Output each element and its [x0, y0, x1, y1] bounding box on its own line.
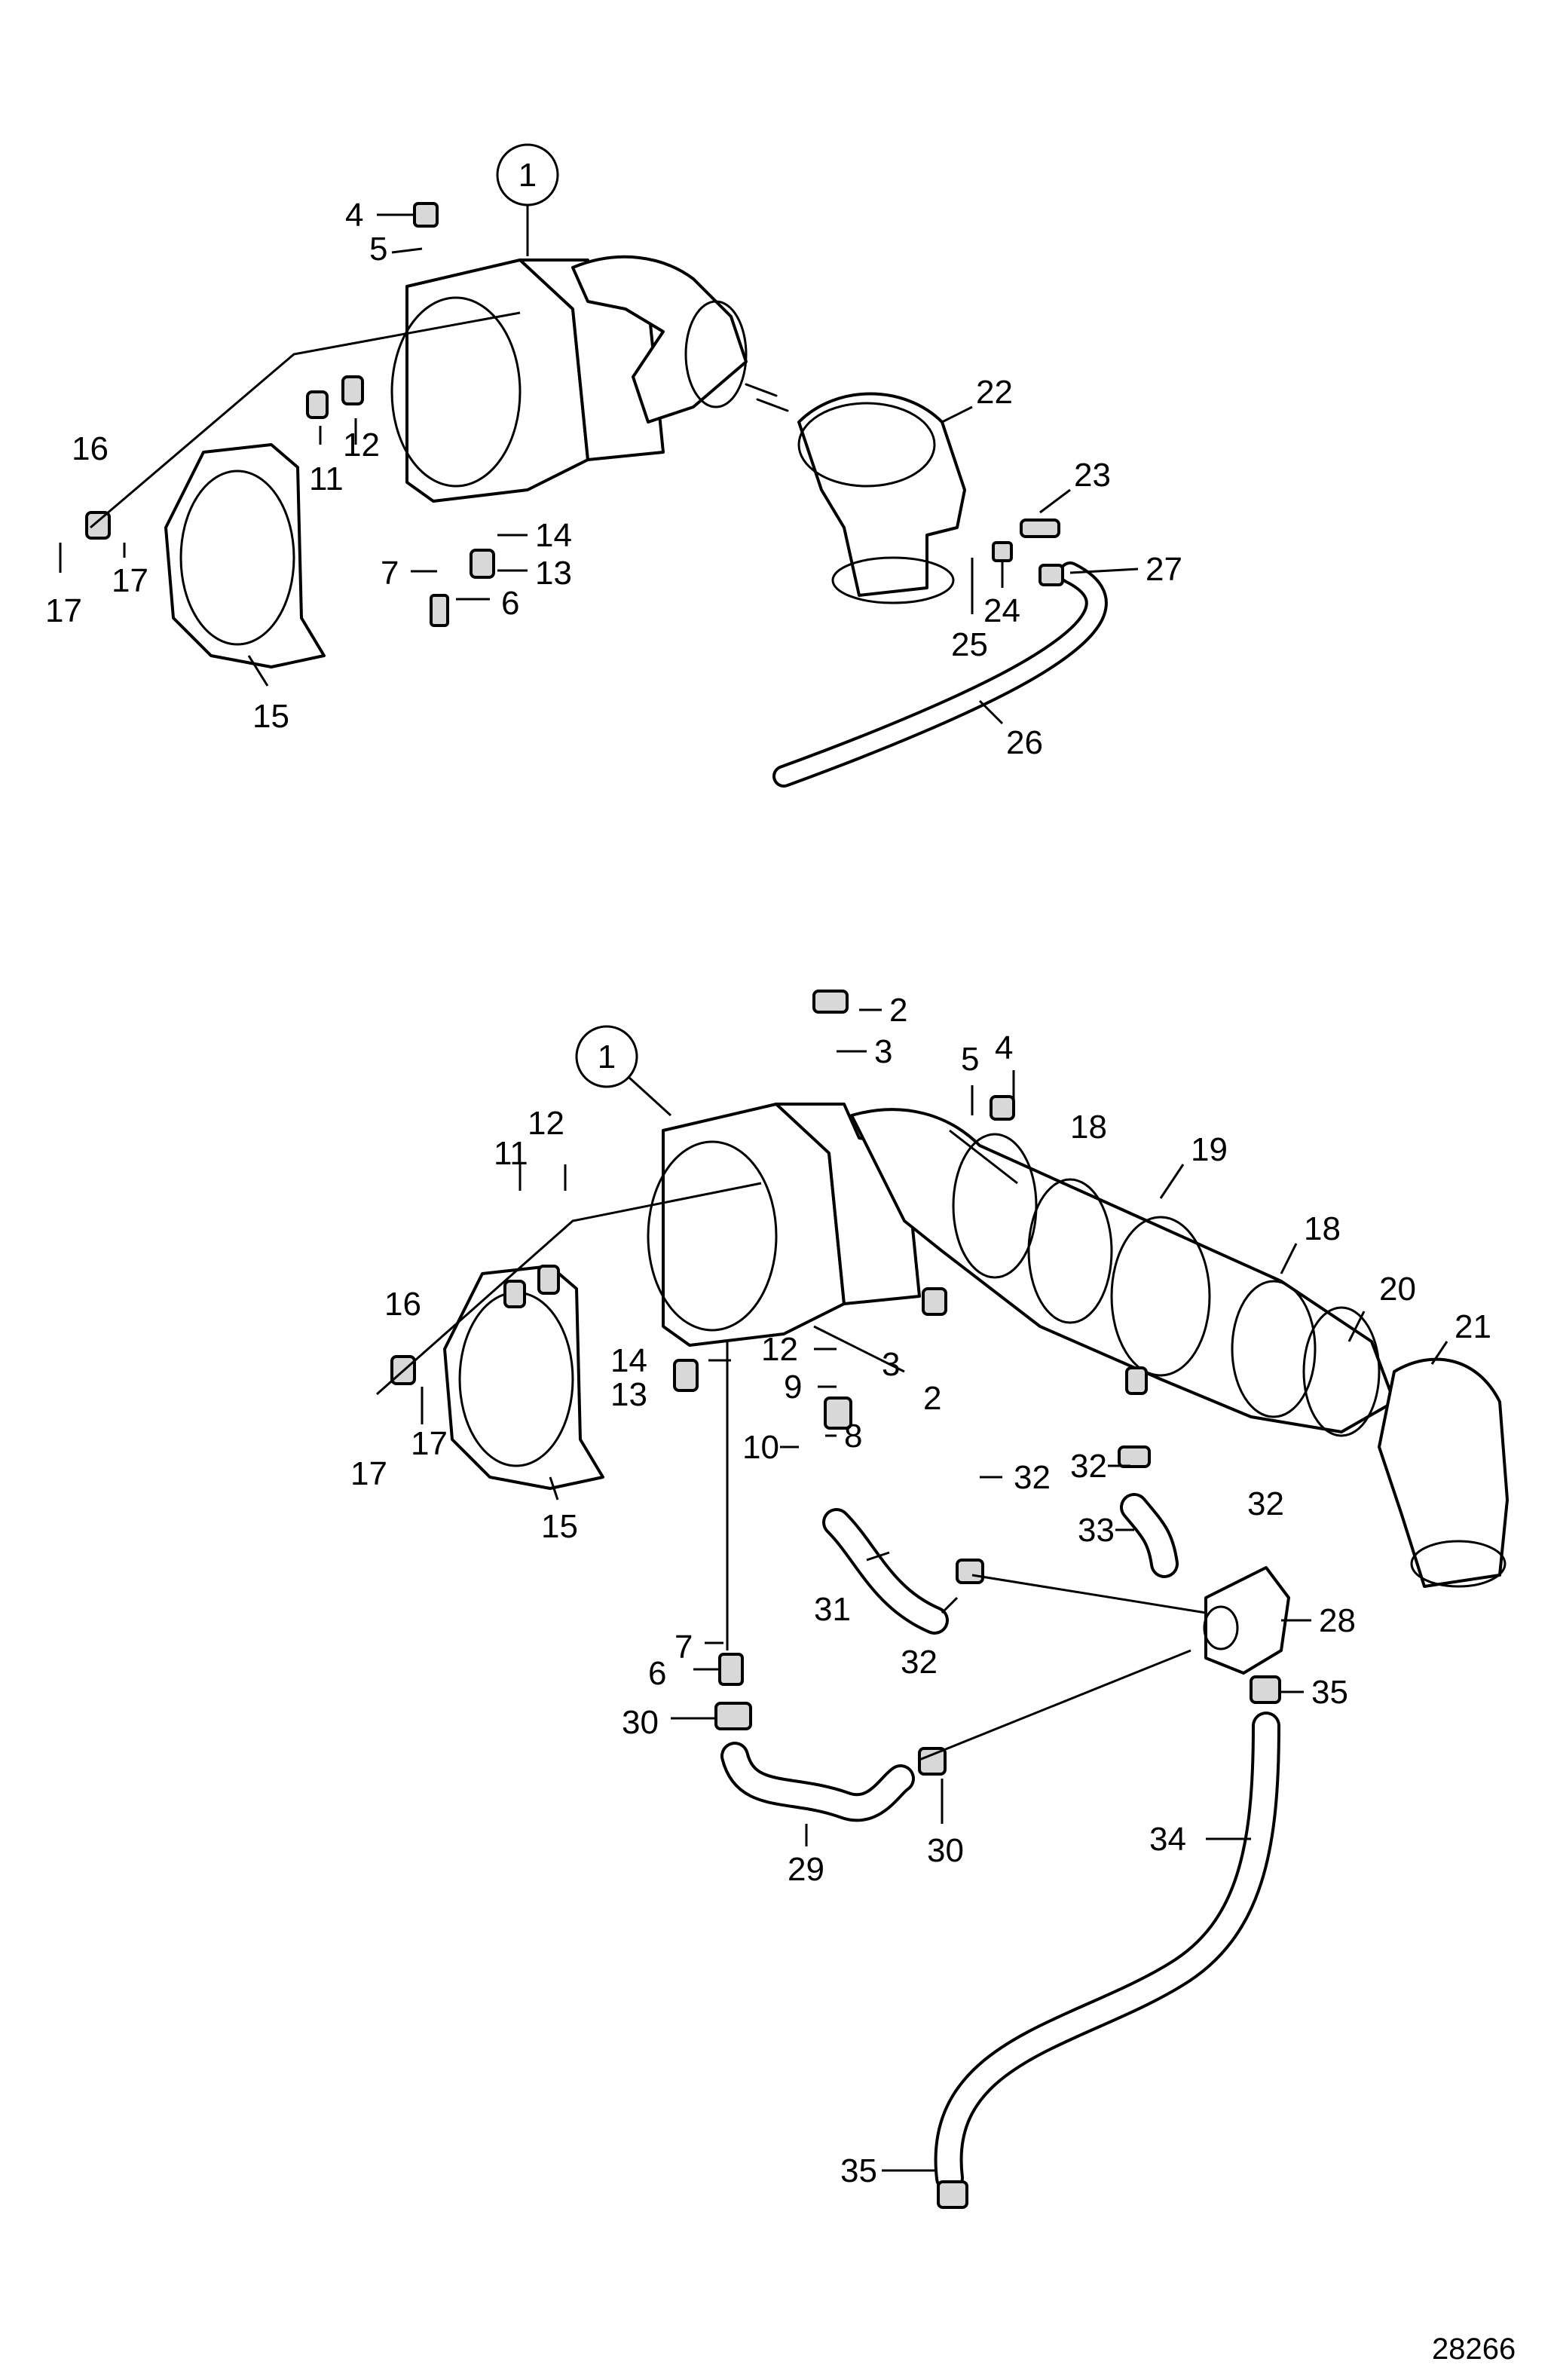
part-label: 27: [1146, 551, 1182, 588]
part-label: 2: [889, 992, 907, 1029]
drawing-number: 28266: [1432, 2333, 1516, 2366]
part-label: 14: [535, 517, 572, 554]
part-label: 28: [1319, 1602, 1356, 1639]
part-label: 17: [411, 1425, 448, 1462]
top-assembly: 1 4 5 16 11 12 17 17 15 14 7 13 6 22: [45, 143, 1182, 788]
part-label: 16: [72, 430, 109, 467]
part-label: 12: [343, 427, 380, 463]
part-label: 31: [814, 1591, 851, 1628]
part-label: 15: [252, 698, 289, 735]
part-label: 8: [844, 1418, 862, 1455]
part-label: 25: [951, 626, 988, 663]
part-label: 5: [961, 1041, 979, 1078]
elbow-21: [1378, 1357, 1509, 1588]
part-label: 34: [1149, 1821, 1186, 1858]
elbow-22: [797, 392, 966, 597]
part-label: 7: [381, 555, 399, 592]
part-label: 2: [923, 1380, 941, 1417]
part-label: 30: [622, 1704, 659, 1741]
part-label: 10: [742, 1429, 779, 1466]
part-label: 11: [494, 1135, 528, 1172]
bottom-assembly: 1: [350, 990, 1509, 2209]
part-label: 6: [501, 585, 519, 622]
part-label: 4: [345, 197, 363, 234]
part-label: 21: [1455, 1308, 1491, 1345]
part-label: 18: [1070, 1109, 1107, 1146]
elbow-pipe: [571, 255, 748, 424]
part-label: 3: [874, 1033, 892, 1070]
part-label: 17: [45, 592, 82, 629]
part-label: 13: [610, 1376, 647, 1413]
part-label: 12: [528, 1105, 564, 1142]
part-label: 32: [1014, 1459, 1051, 1496]
part-label: 9: [784, 1369, 802, 1406]
part-label: 32: [1070, 1448, 1107, 1485]
part-label: 18: [1304, 1210, 1341, 1247]
hose-26: [772, 561, 1108, 788]
part-label: 23: [1074, 457, 1111, 494]
part-label: 20: [1379, 1271, 1416, 1308]
part-label: 13: [535, 555, 572, 592]
corrugated-hose: [850, 1108, 1396, 1433]
callout-label: 1: [518, 157, 537, 194]
part-label: 15: [541, 1508, 578, 1545]
callout-label: 1: [598, 1039, 616, 1075]
part-label: 17: [112, 562, 148, 599]
part-label: 35: [840, 2152, 877, 2189]
part-label: 7: [674, 1629, 693, 1666]
part-label: 6: [648, 1655, 666, 1692]
part-label: 14: [610, 1342, 647, 1379]
gasket-shape: [164, 443, 326, 668]
part-label: 4: [995, 1029, 1013, 1066]
part-label: 3: [882, 1346, 900, 1383]
part-label: 16: [384, 1286, 421, 1323]
part-label: 22: [976, 374, 1013, 411]
gasket-shape: [443, 1265, 604, 1490]
part-label: 11: [309, 460, 344, 497]
part-label: 32: [1247, 1485, 1284, 1522]
part-label: 26: [1006, 724, 1043, 761]
part-label: 30: [927, 1832, 964, 1869]
part-label: 29: [788, 1851, 824, 1888]
part-label: 17: [350, 1455, 387, 1492]
part-label: 19: [1191, 1131, 1228, 1168]
part-label: 5: [369, 231, 387, 268]
part-label: 32: [901, 1644, 938, 1681]
part-label: 24: [983, 592, 1020, 629]
part-label: 35: [1311, 1674, 1348, 1711]
part-label: 33: [1078, 1512, 1115, 1549]
valve-28: [1204, 1566, 1290, 1675]
part-label: 12: [761, 1331, 798, 1368]
